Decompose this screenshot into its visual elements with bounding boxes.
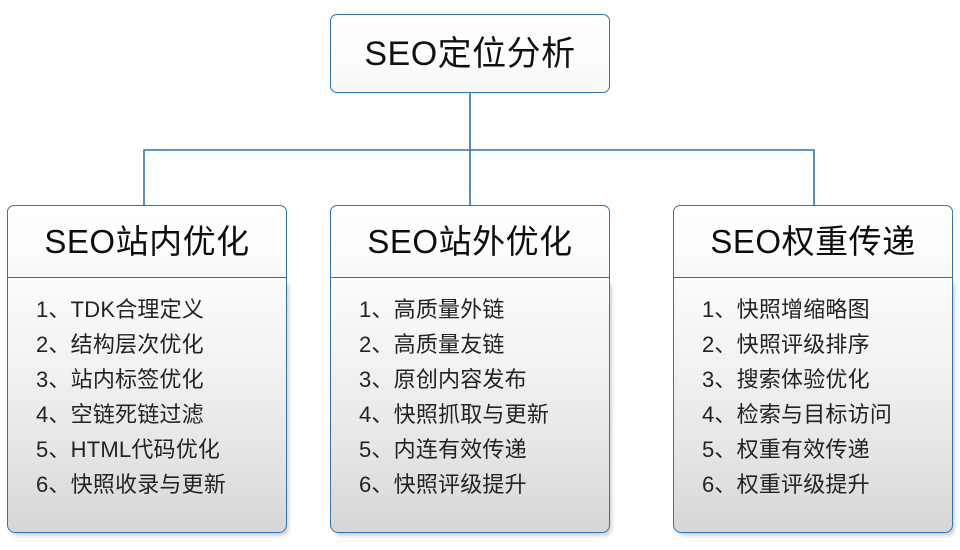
list-item: 4、空链死链过滤 xyxy=(36,402,204,427)
list-item: 2、高质量友链 xyxy=(359,332,505,357)
list-item: 1、快照增缩略图 xyxy=(702,297,870,322)
branch-header-2[interactable]: SEO站外优化 xyxy=(330,205,610,278)
branch-column-3: SEO权重传递 1、快照增缩略图 2、快照评级排序 3、搜索体验优化 4、检索与… xyxy=(673,205,953,533)
list-item: 4、检索与目标访问 xyxy=(702,402,893,427)
list-item: 6、权重评级提升 xyxy=(702,472,870,497)
branch-header-title-2: SEO站外优化 xyxy=(367,223,573,260)
list-item: 5、HTML代码优化 xyxy=(36,437,221,462)
root-node[interactable]: SEO定位分析 xyxy=(330,14,610,93)
list-item: 5、内连有效传递 xyxy=(359,437,527,462)
branch-header-title-1: SEO站内优化 xyxy=(44,223,250,260)
branch-header-3[interactable]: SEO权重传递 xyxy=(673,205,953,278)
branch-column-1: SEO站内优化 1、TDK合理定义 2、结构层次优化 3、站内标签优化 4、空链… xyxy=(7,205,287,533)
branch-header-1[interactable]: SEO站内优化 xyxy=(7,205,287,278)
list-item: 1、高质量外链 xyxy=(359,297,505,322)
list-item: 6、快照收录与更新 xyxy=(36,472,227,497)
root-node-title: SEO定位分析 xyxy=(364,34,576,73)
branch-body-2: 1、高质量外链 2、高质量友链 3、原创内容发布 4、快照抓取与更新 5、内连有… xyxy=(330,278,610,533)
branch-body-3: 1、快照增缩略图 2、快照评级排序 3、搜索体验优化 4、检索与目标访问 5、权… xyxy=(673,278,953,533)
branch-column-2: SEO站外优化 1、高质量外链 2、高质量友链 3、原创内容发布 4、快照抓取与… xyxy=(330,205,610,533)
branch-body-1: 1、TDK合理定义 2、结构层次优化 3、站内标签优化 4、空链死链过滤 5、H… xyxy=(7,278,287,533)
list-item: 6、快照评级提升 xyxy=(359,472,527,497)
branch-header-title-3: SEO权重传递 xyxy=(710,223,916,260)
list-item: 3、搜索体验优化 xyxy=(702,367,870,392)
list-item: 1、TDK合理定义 xyxy=(36,297,205,322)
list-item: 3、站内标签优化 xyxy=(36,367,204,392)
list-item: 3、原创内容发布 xyxy=(359,367,527,392)
branch-list-3: 1、快照增缩略图 2、快照评级排序 3、搜索体验优化 4、检索与目标访问 5、权… xyxy=(674,292,892,502)
list-item: 5、权重有效传递 xyxy=(702,437,870,462)
branch-list-1: 1、TDK合理定义 2、结构层次优化 3、站内标签优化 4、空链死链过滤 5、H… xyxy=(8,292,226,502)
list-item: 2、结构层次优化 xyxy=(36,332,204,357)
branch-list-2: 1、高质量外链 2、高质量友链 3、原创内容发布 4、快照抓取与更新 5、内连有… xyxy=(331,292,549,502)
list-item: 4、快照抓取与更新 xyxy=(359,402,550,427)
list-item: 2、快照评级排序 xyxy=(702,332,870,357)
